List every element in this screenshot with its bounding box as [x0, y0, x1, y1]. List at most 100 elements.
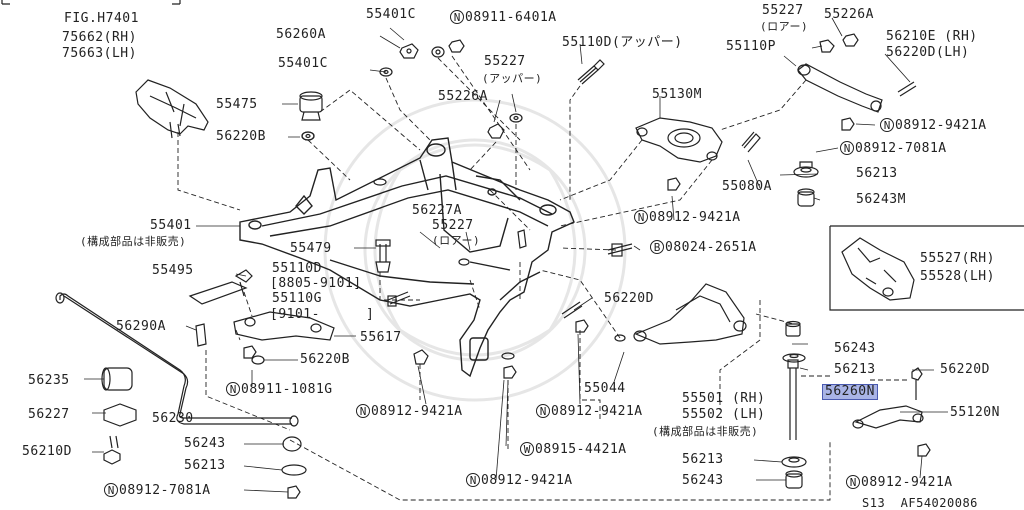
part-56260N-highlighted[interactable]: 56260N [822, 384, 878, 400]
part-55120N[interactable]: 55120N [950, 405, 1000, 420]
part-56213-b[interactable]: 56213 [184, 458, 226, 473]
part-56220B-top[interactable]: 56220B [216, 129, 266, 144]
part-55501[interactable]: 55501 (RH) [682, 391, 766, 406]
w-circle-icon: W [520, 442, 534, 456]
part-55130M[interactable]: 55130M [652, 87, 702, 102]
part-55110G[interactable]: 55110G [272, 291, 322, 306]
not-sold-note-2: (構成部品は非販売) [652, 425, 759, 438]
part-56230[interactable]: 56230 [152, 411, 194, 426]
part-56210D[interactable]: 56210D [22, 444, 72, 459]
part-55502[interactable]: 55502 (LH) [682, 407, 766, 422]
part-number: 08911-6401A [465, 10, 557, 25]
link-55120N [852, 367, 931, 457]
part-55226A[interactable]: 55226A [438, 89, 488, 104]
part-55479[interactable]: 55479 [290, 241, 332, 256]
part-number: 08912-9421A [551, 404, 643, 419]
lower-note: (ロアー) [432, 234, 481, 247]
part-56243-r[interactable]: 56243 [834, 341, 876, 356]
part-56235[interactable]: 56235 [28, 373, 70, 388]
part-56290A[interactable]: 56290A [116, 319, 166, 334]
b-circle-icon: B [650, 240, 664, 254]
part-56213-r2[interactable]: 56213 [834, 362, 876, 377]
part-56220D-m[interactable]: 56220D [604, 291, 654, 306]
part-55227-upper[interactable]: 55227 [484, 54, 526, 69]
part-56260A[interactable]: 56260A [276, 27, 326, 42]
part-55475[interactable]: 55475 [216, 97, 258, 112]
part-number: 08912-9421A [371, 404, 463, 419]
part-56220D-r[interactable]: 56220D [940, 362, 990, 377]
n-circle-icon: N [356, 404, 370, 418]
part-number: 08912-7081A [119, 483, 211, 498]
part-56213-r[interactable]: 56213 [856, 166, 898, 181]
part-56210E[interactable]: 56210E (RH) [886, 29, 978, 44]
figure-code: AF54020086 [900, 496, 978, 510]
link-55617 [233, 311, 335, 365]
bracket-75662 [135, 79, 209, 139]
part-55527[interactable]: 55527(RH) [920, 251, 995, 266]
bracket-55495 [188, 269, 253, 347]
n-circle-icon: N [466, 473, 480, 487]
part-55401C[interactable]: 55401C [278, 56, 328, 71]
part-55401C-top[interactable]: 55401C [366, 7, 416, 22]
part-55528[interactable]: 55528(LH) [920, 269, 995, 284]
part-55227-lower-rt[interactable]: 55227 [762, 3, 804, 18]
n-circle-icon: N [450, 10, 464, 24]
stabilizer-56230 [55, 292, 299, 427]
not-sold-note-1: (構成部品は非販売) [80, 235, 187, 248]
part-56243-br[interactable]: 56243 [682, 473, 724, 488]
part-55227-lower[interactable]: 55227 [432, 218, 474, 233]
solid-leaders [84, 17, 948, 493]
part-number: 08912-9421A [649, 210, 741, 225]
part-55080A[interactable]: 55080A [722, 179, 772, 194]
part-56220D-lh[interactable]: 56220D(LH) [886, 45, 970, 60]
period-end-bracket: ] [366, 307, 375, 322]
part-56227[interactable]: 56227 [28, 407, 70, 422]
part-55044[interactable]: 55044 [584, 381, 626, 396]
part-56213-br[interactable]: 56213 [682, 452, 724, 467]
upper-note: (アッパー) [482, 72, 543, 85]
part-56227A[interactable]: 56227A [412, 203, 462, 218]
part-number: 08912-7081A [855, 141, 947, 156]
period-8805-9101: [8805-9101] [270, 276, 362, 291]
n-circle-icon: N [226, 382, 240, 396]
part-56220B[interactable]: 56220B [300, 352, 350, 367]
model-code: S13 [862, 496, 886, 510]
part-number: 08912-9421A [861, 475, 953, 490]
part-number: 08915-4421A [535, 442, 627, 457]
n-circle-icon: N [104, 483, 118, 497]
n-circle-icon: N [536, 404, 550, 418]
part-55110P[interactable]: 55110P [726, 39, 776, 54]
lateral-link-55110P [797, 33, 917, 131]
part-55401[interactable]: 55401 [150, 218, 192, 233]
bushing-56235 [101, 367, 137, 465]
n-circle-icon: N [846, 475, 860, 489]
part-55110D[interactable]: 55110D [272, 261, 322, 276]
n-circle-icon: N [880, 118, 894, 132]
part-56243-b[interactable]: 56243 [184, 436, 226, 451]
part-55617[interactable]: 55617 [360, 330, 402, 345]
part-number: 08912-9421A [895, 118, 987, 133]
fig-title[interactable]: FIG.H7401 [64, 11, 139, 26]
part-55110D-upper[interactable]: 55110D(アッパー) [562, 35, 683, 50]
part-55226A-rt[interactable]: 55226A [824, 7, 874, 22]
n-circle-icon: N [634, 210, 648, 224]
part-55495[interactable]: 55495 [152, 263, 194, 278]
fig-rh: 75662(RH) [62, 30, 137, 45]
part-56243M[interactable]: 56243M [856, 192, 906, 207]
bushings-56213-56243M [373, 161, 819, 207]
lower-note-rt: (ロアー) [760, 20, 809, 33]
